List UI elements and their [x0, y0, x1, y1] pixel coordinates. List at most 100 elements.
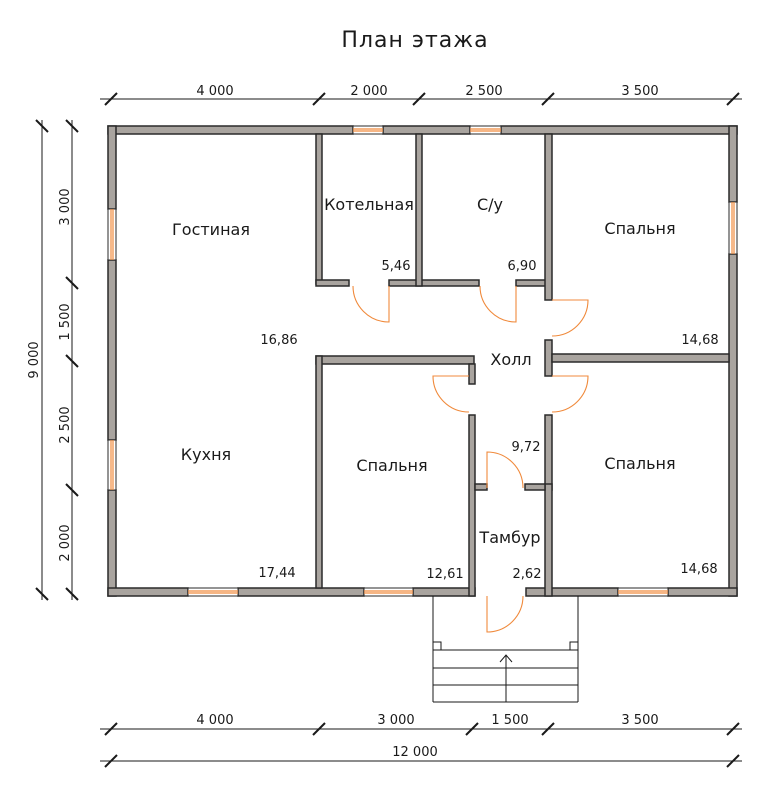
window-bottom-bedroom — [363, 587, 414, 597]
windows — [107, 125, 738, 597]
top-dim-3: 2 500 — [465, 84, 502, 99]
wall-outer-top-3 — [500, 125, 738, 135]
total-dimension: 12 000 — [100, 745, 742, 768]
plan-title: План этажа — [341, 28, 488, 53]
total-tick-right — [726, 754, 740, 768]
wall-outer-left-3 — [107, 489, 117, 597]
wall-hall-left-1 — [468, 363, 476, 385]
window-left-kitchen — [107, 439, 117, 491]
room-name-wc: С/у — [477, 195, 503, 214]
bottom-dim-4: 3 500 — [621, 713, 658, 728]
wall-outer-bottom-5 — [667, 587, 738, 597]
wall-outer-right-1 — [728, 125, 738, 203]
door-boiler — [352, 285, 390, 323]
room-name-boiler: Котельная — [324, 195, 414, 214]
left-tick-0 — [65, 119, 79, 133]
wall-outer-top-2 — [382, 125, 471, 135]
bottom-dimension-chain: 4 000 3 000 1 500 3 500 — [100, 713, 742, 736]
wall-wc-bedroom-1 — [544, 133, 553, 301]
room-name-living: Гостиная — [172, 220, 250, 239]
wall-boiler-bottom-1 — [315, 279, 350, 287]
door-bedroom-s — [432, 375, 470, 413]
wall-outer-left-2 — [107, 259, 117, 441]
window-bottom-kitchen — [187, 587, 239, 597]
room-name-bedroom-s: Спальня — [356, 456, 427, 475]
left-dim-4: 2 000 — [58, 524, 73, 561]
room-area-hall: 9,72 — [512, 440, 541, 455]
left-dim-3: 2 500 — [58, 406, 73, 443]
wall-vestibule-bedroom — [544, 483, 553, 597]
left-total-dim: 9 000 — [27, 341, 42, 378]
bottom-dim-1: 4 000 — [196, 713, 233, 728]
door-bedroom-se — [551, 375, 589, 413]
wall-vestibule-top-2 — [524, 483, 546, 491]
stair-arrow-head — [499, 654, 513, 663]
bottom-dim-3: 1 500 — [491, 713, 528, 728]
window-bottom-bedroom-se — [617, 587, 669, 597]
window-right-bedroom — [728, 201, 738, 255]
left-total-dimension: 9 000 — [27, 119, 49, 601]
total-tick-left — [104, 754, 118, 768]
bottom-tick-2 — [465, 722, 479, 736]
room-name-bedroom-ne: Спальня — [604, 219, 675, 238]
room-area-wc: 6,90 — [508, 259, 537, 274]
left-tick-2 — [65, 354, 79, 368]
porch — [432, 596, 579, 703]
room-area-kitchen: 17,44 — [258, 566, 295, 581]
doors — [352, 285, 589, 633]
room-area-boiler: 5,46 — [382, 259, 411, 274]
left-tick-3 — [65, 483, 79, 497]
room-name-kitchen: Кухня — [181, 445, 231, 464]
wall-hall-right-1 — [544, 339, 553, 377]
left-dimension-chain: 3 000 1 500 2 500 2 000 — [58, 119, 79, 601]
wall-outer-left-1 — [107, 125, 117, 210]
top-tick-1 — [312, 92, 326, 106]
top-dim-4: 3 500 — [621, 84, 658, 99]
wall-kitchen-hall — [315, 355, 475, 365]
window-left-living — [107, 208, 117, 261]
room-name-vestibule: Тамбур — [478, 528, 540, 547]
walls — [107, 125, 738, 597]
wall-outer-top-1 — [107, 125, 354, 135]
wall-living-boiler — [315, 133, 323, 285]
top-tick-2 — [412, 92, 426, 106]
wall-boiler-bottom-2 — [388, 279, 480, 287]
bottom-tick-3 — [541, 722, 555, 736]
bottom-dim-2: 3 000 — [377, 713, 414, 728]
left-tick-1 — [65, 276, 79, 290]
top-dimension-chain: 4 000 2 000 2 500 3 500 — [100, 84, 742, 106]
wall-outer-bottom-4 — [525, 587, 619, 597]
window-top-boiler — [352, 125, 384, 135]
left-total-tick-bottom — [35, 587, 49, 601]
door-vestibule-inner — [486, 451, 524, 489]
room-area-bedroom-se: 14,68 — [680, 562, 717, 577]
total-dim: 12 000 — [392, 745, 438, 760]
wall-outer-right-2 — [728, 253, 738, 597]
porch-post-left — [432, 641, 442, 651]
left-tick-4 — [65, 587, 79, 601]
top-dim-1: 4 000 — [196, 84, 233, 99]
top-tick-0 — [104, 92, 118, 106]
bottom-tick-4 — [726, 722, 740, 736]
left-dim-1: 3 000 — [58, 188, 73, 225]
room-name-hall: Холл — [490, 350, 531, 369]
wall-hall-right-2 — [544, 414, 553, 491]
room-area-bedroom-ne: 14,68 — [681, 333, 718, 348]
wall-vestibule-top-1 — [474, 483, 488, 491]
top-dim-2: 2 000 — [350, 84, 387, 99]
room-area-living: 16,86 — [260, 333, 297, 348]
top-tick-4 — [726, 92, 740, 106]
wall-outer-bottom-1 — [107, 587, 189, 597]
bottom-tick-1 — [312, 722, 326, 736]
wall-bedrooms-divider — [551, 353, 730, 363]
wall-boiler-wc — [415, 133, 423, 287]
top-tick-3 — [541, 92, 555, 106]
window-top-wc — [469, 125, 502, 135]
wall-bedroom-vestibule — [468, 414, 476, 597]
wall-outer-bottom-2 — [237, 587, 365, 597]
room-name-bedroom-se: Спальня — [604, 454, 675, 473]
bottom-tick-0 — [104, 722, 118, 736]
door-entrance — [486, 595, 524, 633]
porch-post-right — [569, 641, 579, 651]
